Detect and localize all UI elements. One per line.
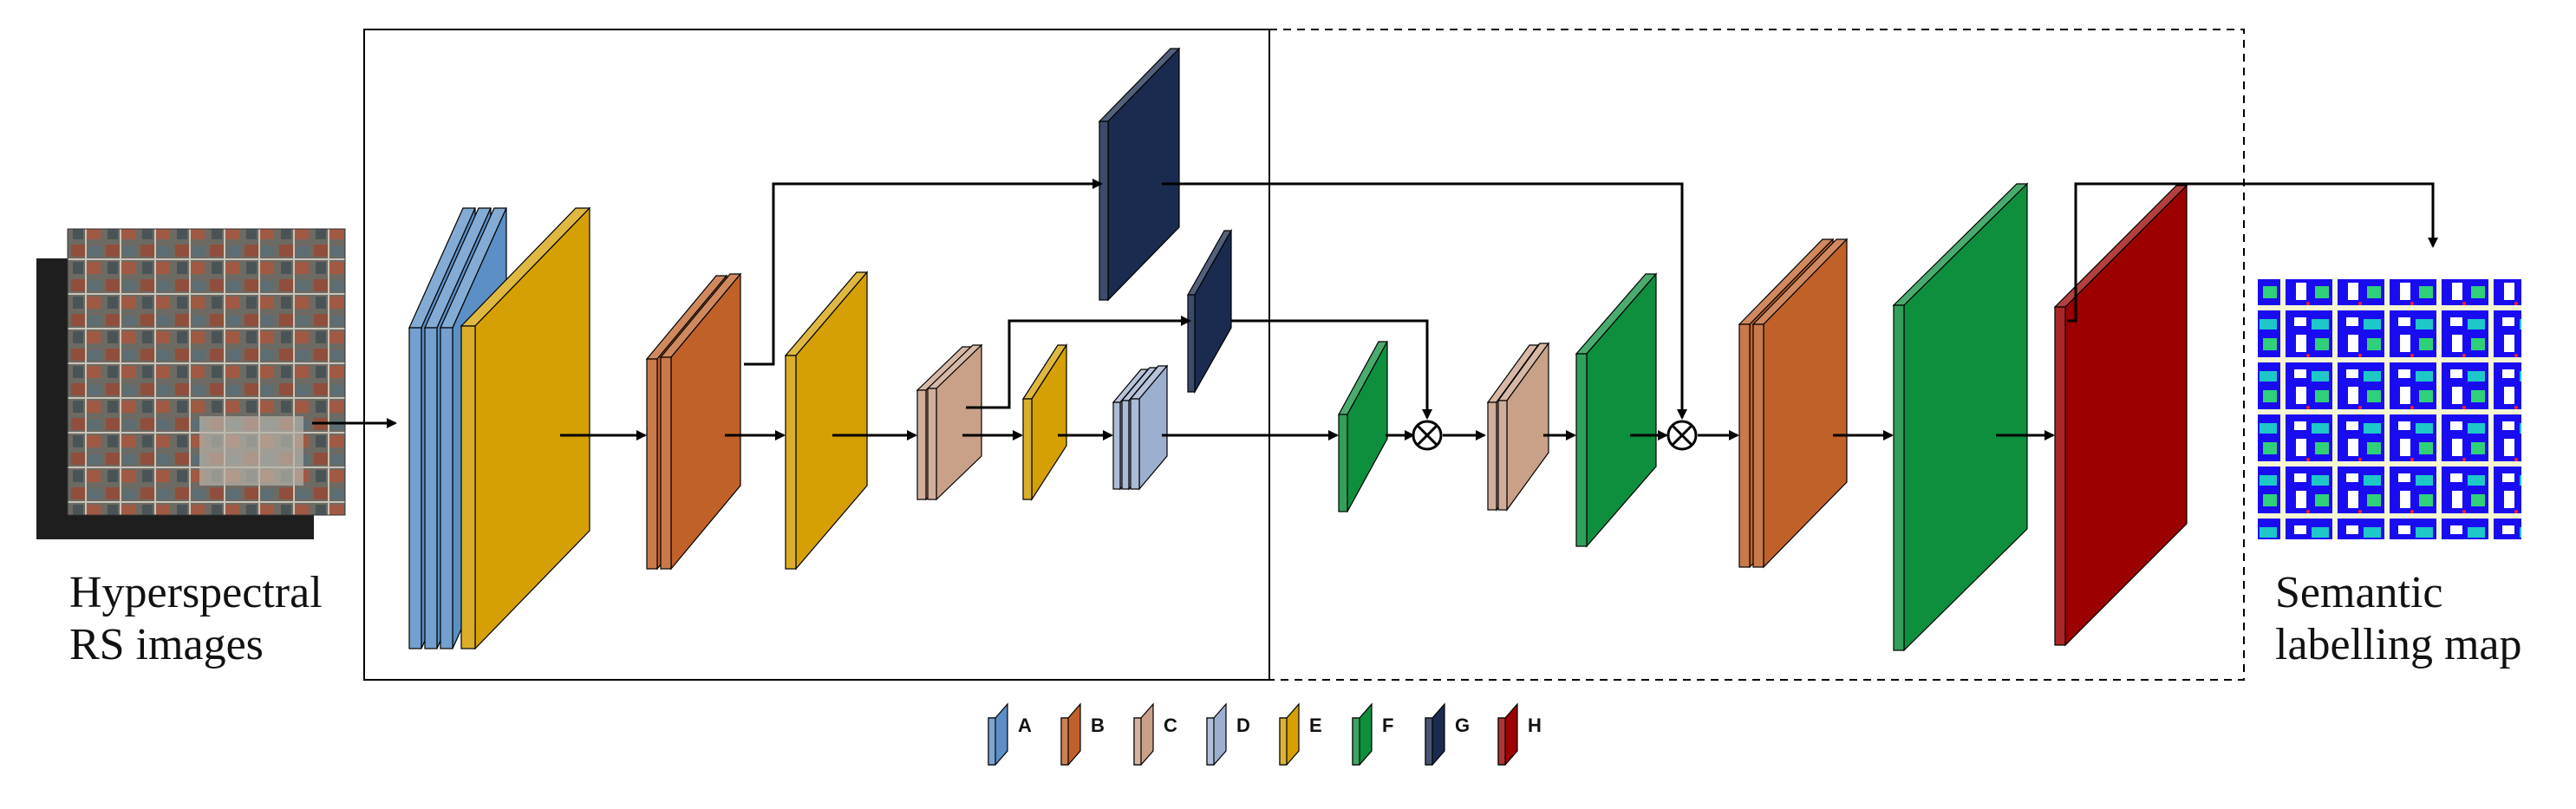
legend-item-e: E (1279, 702, 1322, 766)
block-b-2 (659, 272, 742, 571)
block-d-3 (1129, 364, 1169, 491)
block-e-1 (460, 206, 591, 650)
legend-label-f: F (1382, 714, 1393, 736)
legend-item-c: C (1133, 702, 1177, 766)
block-b-4 (1751, 238, 1849, 569)
block-e-2 (784, 271, 869, 571)
output-caption: Semantic labelling map (2275, 567, 2521, 671)
decoder-box (1269, 29, 2245, 681)
legend-label-h: H (1528, 714, 1542, 736)
block-c-4 (1497, 342, 1550, 512)
block-g-2 (1186, 228, 1233, 395)
input-caption-line2: RS images (69, 620, 264, 669)
feature-blocks (408, 47, 2188, 652)
skip-c-to-g2 (966, 316, 1191, 409)
arrow-h-to-output (2067, 182, 2438, 323)
multiply-operator-1 (1412, 420, 1443, 451)
block-f-3 (1892, 182, 2029, 652)
input-caption: Hyperspectral RS images (69, 567, 323, 671)
legend-item-h: H (1497, 702, 1542, 766)
operators (1412, 420, 1698, 451)
legend-label-a: A (1018, 714, 1032, 736)
output-caption-line1: Semantic (2275, 568, 2443, 617)
legend: A B C D E F G H (988, 702, 1542, 766)
output-caption-line2: labelling map (2275, 620, 2522, 669)
block-g-1 (1098, 47, 1181, 302)
encoder-box (363, 29, 1270, 681)
connections (312, 179, 2438, 440)
legend-label-b: B (1091, 714, 1105, 736)
skip-g2-to-op1 (1231, 319, 1432, 420)
block-c-2 (926, 343, 983, 501)
legend-item-d: D (1206, 702, 1250, 766)
legend-item-f: F (1352, 702, 1393, 766)
skip-g1-to-op2 (1162, 182, 1687, 420)
output-map (2258, 260, 2521, 539)
legend-item-a: A (988, 702, 1032, 766)
input-image-stack (36, 228, 346, 539)
legend-label-e: E (1309, 714, 1322, 736)
block-f-1 (1337, 341, 1389, 512)
legend-label-g: G (1455, 714, 1470, 736)
block-e-3 (1021, 343, 1068, 502)
multiply-operator-2 (1666, 420, 1698, 451)
legend-label-d: D (1236, 714, 1250, 736)
input-caption-line1: Hyperspectral (69, 568, 323, 617)
block-h-1 (2053, 184, 2188, 647)
block-f-2 (1575, 272, 1658, 548)
skip-b-to-g1 (744, 179, 1103, 366)
legend-label-c: C (1164, 714, 1177, 736)
legend-item-g: G (1425, 702, 1470, 766)
legend-item-b: B (1060, 702, 1105, 766)
